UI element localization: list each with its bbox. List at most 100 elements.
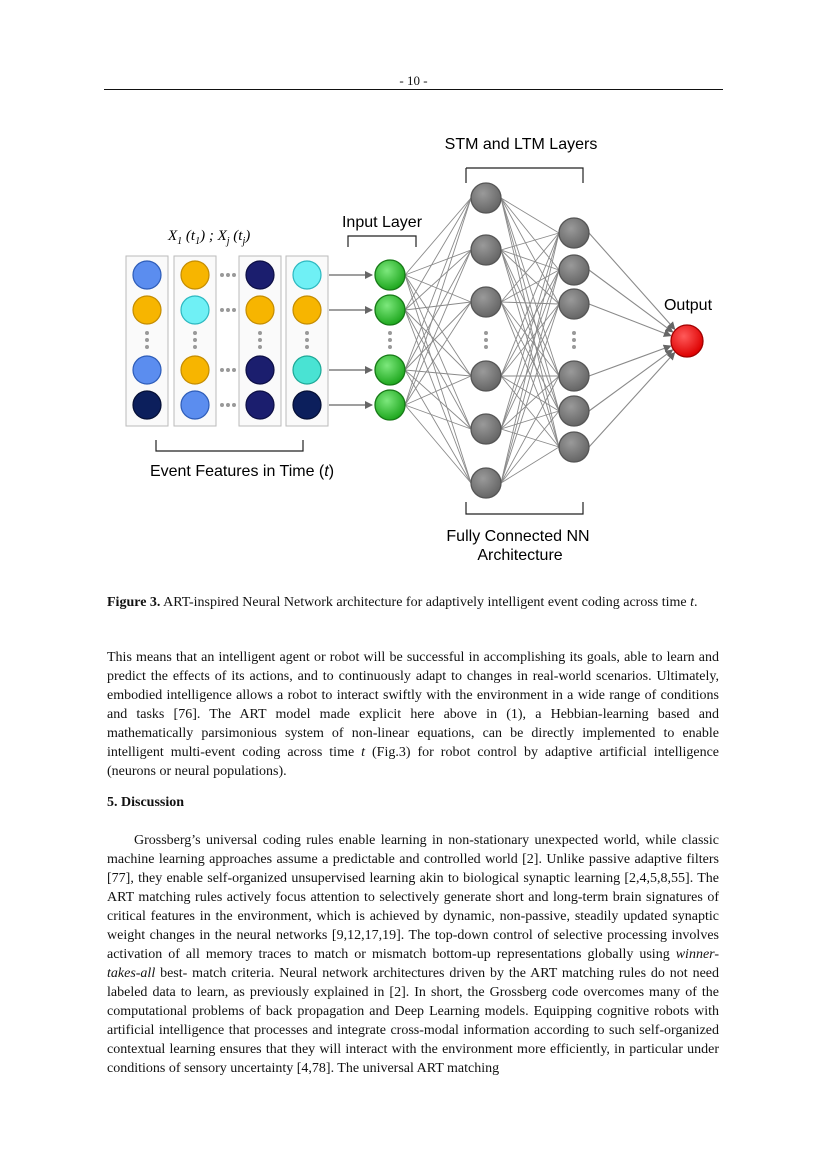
connection-line xyxy=(500,197,560,377)
caption-var: t xyxy=(690,595,694,610)
connection-line xyxy=(404,274,472,303)
connection-line xyxy=(588,344,672,377)
ellipsis-dots-vertical xyxy=(145,331,309,349)
ellipsis-dots-horizontal xyxy=(220,273,236,407)
connection-line xyxy=(500,303,560,430)
connection-line xyxy=(500,301,560,377)
bracket-input-layer xyxy=(347,235,417,247)
connection-line xyxy=(404,274,472,484)
connection-line xyxy=(500,410,560,484)
connection-line xyxy=(588,351,676,448)
connection-line xyxy=(588,349,674,412)
connection-line xyxy=(404,197,472,371)
connection-line xyxy=(500,446,560,484)
caption-end: . xyxy=(694,595,698,610)
connection-line xyxy=(404,301,472,311)
feature-node xyxy=(292,390,322,420)
stm-layer-node xyxy=(470,360,502,392)
feature-node xyxy=(180,355,210,385)
connection-line xyxy=(404,249,472,311)
feature-node xyxy=(180,390,210,420)
output-node xyxy=(670,324,704,358)
connection-line xyxy=(500,375,560,448)
paragraph-1: This means that an intelligent agent or … xyxy=(107,648,719,781)
connection-line xyxy=(404,274,472,430)
bracket-stm-ltm xyxy=(465,167,584,183)
figure-caption: Figure 3. ART-inspired Neural Network ar… xyxy=(107,593,719,612)
network-nodes xyxy=(374,182,704,499)
connection-line xyxy=(588,303,672,337)
paragraph-2-italic: winner-takes-all xyxy=(107,947,719,981)
paragraph-2-text-b: best- match criteria. Neural network arc… xyxy=(107,966,719,1076)
layer-ellipsis-dots xyxy=(388,331,576,349)
feature-node xyxy=(132,295,162,325)
connection-line xyxy=(404,249,472,276)
input-layer-node xyxy=(374,294,406,326)
formula-time-series: X1 (t1) ; Xj (tj) xyxy=(167,228,250,247)
label-output: Output xyxy=(664,297,713,314)
connection-line xyxy=(500,232,560,430)
ltm-layer-node xyxy=(558,217,590,249)
paragraph-1-text-b: (Fig.3) for robot control by adaptive ar… xyxy=(107,745,720,779)
figure-3-diagram: STM and LTM Layers Input Layer Output X1… xyxy=(125,136,713,564)
ltm-layer-node xyxy=(558,254,590,286)
connection-line xyxy=(500,197,560,234)
stm-layer-node xyxy=(470,413,502,445)
connection-line xyxy=(404,249,472,371)
caption-label: Figure 3. xyxy=(107,595,161,610)
feature-node xyxy=(245,295,275,325)
paragraph-1-text-a: This means that an intelligent agent or … xyxy=(107,650,719,760)
connections-ltm-to-output xyxy=(588,232,676,448)
feature-node xyxy=(132,355,162,385)
feature-node xyxy=(292,355,322,385)
stm-layer-node xyxy=(470,286,502,318)
connection-line xyxy=(500,375,560,430)
connection-line xyxy=(500,410,560,430)
feature-node xyxy=(132,260,162,290)
label-fully-connected-line1: Fully Connected NN xyxy=(446,528,589,545)
connection-line xyxy=(404,197,472,406)
stm-layer-node xyxy=(470,182,502,214)
connection-line xyxy=(404,197,472,311)
label-fully-connected-line2: Architecture xyxy=(477,547,562,564)
ltm-layer-node xyxy=(558,395,590,427)
feature-node xyxy=(292,295,322,325)
connection-line xyxy=(500,197,560,305)
feature-node xyxy=(245,355,275,385)
connection-line xyxy=(500,269,560,484)
connection-line xyxy=(404,301,472,406)
feature-node xyxy=(292,260,322,290)
feature-node xyxy=(245,390,275,420)
caption-text: ART-inspired Neural Network architecture… xyxy=(160,595,691,610)
connections-stm-to-ltm xyxy=(500,197,560,484)
connection-line xyxy=(500,303,560,484)
input-arrows xyxy=(329,271,373,409)
connection-line xyxy=(500,375,560,484)
connection-line xyxy=(500,249,560,305)
connection-line xyxy=(500,301,560,305)
ltm-layer-node xyxy=(558,288,590,320)
connection-line xyxy=(404,197,472,276)
feature-node xyxy=(180,295,210,325)
connection-line xyxy=(588,232,676,331)
connection-line xyxy=(404,404,472,484)
paragraph-1-var: t xyxy=(361,745,366,760)
input-layer-node xyxy=(374,259,406,291)
connection-line xyxy=(500,232,560,484)
label-event-features: Event Features in Time (t) xyxy=(150,463,334,480)
connection-line xyxy=(404,369,472,484)
connection-line xyxy=(500,269,560,377)
connection-line xyxy=(500,232,560,251)
connection-line xyxy=(404,309,472,377)
connection-line xyxy=(500,269,560,430)
bracket-fully-connected xyxy=(465,502,584,515)
feature-node xyxy=(245,260,275,290)
bracket-event-features xyxy=(155,440,304,452)
ltm-layer-node xyxy=(558,431,590,463)
input-layer-node xyxy=(374,354,406,386)
paragraph-2-text-a: Grossberg’s universal coding rules enabl… xyxy=(107,833,719,962)
connection-line xyxy=(500,428,560,448)
header-rule xyxy=(104,89,723,90)
label-stm-ltm-layers: STM and LTM Layers xyxy=(445,136,598,153)
label-input-layer: Input Layer xyxy=(342,214,423,231)
